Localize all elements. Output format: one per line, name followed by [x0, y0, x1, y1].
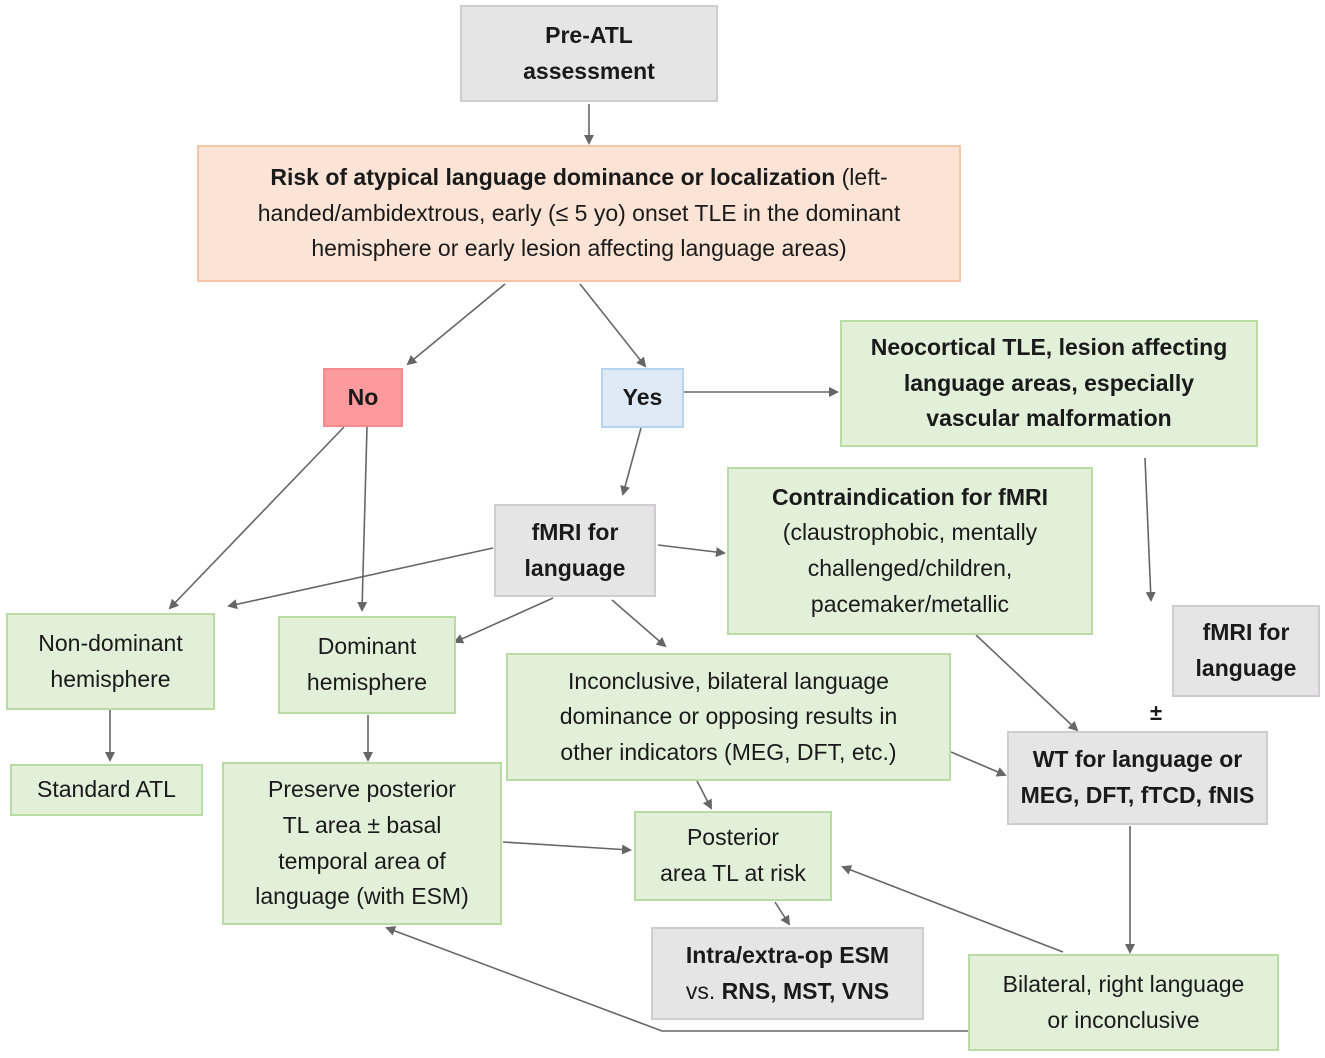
- posterior-area-at-risk-box: Posterior area TL at risk: [634, 811, 832, 901]
- neocortical-tle-box: Neocortical TLE, lesion affecting langua…: [840, 320, 1258, 447]
- contraindication-line4: pacemaker/metallic: [810, 590, 1010, 617]
- risk-line3: hemisphere or early lesion affecting lan…: [311, 235, 847, 262]
- no-box: No: [323, 368, 403, 427]
- arrow-no-to-dominant: [357, 426, 368, 612]
- arrow-risk-to-no: [406, 283, 506, 366]
- arrow-preserve-to-posterior: [502, 841, 632, 855]
- dominant-line2: hemisphere: [306, 669, 428, 695]
- fmri-right-line1: fMRI for: [1202, 619, 1290, 646]
- esm-line1: Intra/extra-op ESM: [685, 941, 890, 968]
- fmri-center-line1: fMRI for: [531, 518, 619, 545]
- bilateral-right-language-box: Bilateral, right language or inconclusiv…: [968, 954, 1279, 1051]
- inconclusive-bilateral-box: Inconclusive, bilateral language dominan…: [506, 653, 951, 781]
- fmri-language-center-box: fMRI for language: [494, 504, 656, 597]
- arrow-fmri-to-dominant: [453, 597, 554, 644]
- preserve-posterior-box: Preserve posterior TL area ± basal tempo…: [222, 762, 502, 925]
- preserve-line4: language (with ESM): [255, 883, 469, 910]
- inconclusive-line1: Inconclusive, bilateral language: [568, 667, 889, 694]
- bilateral-line1: Bilateral, right language: [1002, 970, 1245, 997]
- risk-line1: Risk of atypical language dominance or l…: [258, 160, 901, 196]
- risk-atypical-language-box: Risk of atypical language dominance or l…: [197, 145, 961, 282]
- fmri-language-right-box: fMRI for language: [1172, 605, 1320, 697]
- arrow-risk-to-yes: [579, 283, 647, 368]
- posterior-line1: Posterior: [686, 824, 780, 851]
- non-dominant-line2: hemisphere: [50, 665, 171, 692]
- wt-line2: MEG, DFT, fTCD, fNIS: [1020, 782, 1255, 808]
- arrow-bilateral-to-posterior: [841, 865, 1064, 953]
- esm-line2-bold: RNS, MST, VNS: [721, 977, 890, 1004]
- dominant-hemisphere-box: Dominant hemisphere: [278, 616, 456, 714]
- arrow-posterior-to-esm: [774, 901, 791, 926]
- contraindication-line2: (claustrophobic, mentally: [782, 519, 1038, 546]
- inconclusive-line2: dominance or opposing results in: [559, 703, 898, 730]
- yes-label: Yes: [622, 384, 663, 411]
- no-label: No: [347, 383, 379, 410]
- posterior-line2: area TL at risk: [660, 860, 806, 886]
- plus-minus-symbol: ±: [1150, 700, 1163, 725]
- intra-extra-op-esm-box: Intra/extra-op ESM vs. RNS, MST, VNS: [651, 927, 924, 1020]
- arrow-bilateral-to-preserve: [385, 926, 968, 1032]
- pre-atl-line2: assessment: [523, 57, 655, 84]
- arrow-inconclusive-to-wt: [950, 751, 1007, 777]
- preserve-line3: temporal area of: [278, 847, 446, 874]
- contraindication-line3: challenged/children,: [807, 555, 1013, 581]
- fmri-center-line2: language: [524, 554, 626, 581]
- yes-box: Yes: [601, 368, 684, 428]
- risk-line2: handed/ambidextrous, early (≤ 5 yo) onse…: [257, 199, 901, 226]
- wt-language-box: WT for language or MEG, DFT, fTCD, fNIS: [1007, 731, 1268, 825]
- arrow-no-to-nondominant: [168, 426, 345, 610]
- neocortical-line2: language areas, especially: [903, 369, 1195, 396]
- pre-atl-assessment-box: Pre-ATL assessment: [460, 5, 718, 102]
- dominant-line1: Dominant: [317, 633, 417, 660]
- non-dominant-line1: Non-dominant: [38, 629, 183, 656]
- arrow-neocortical-to-fmri-right: [1144, 457, 1156, 602]
- fmri-right-line2: language: [1195, 655, 1297, 681]
- arrow-fmri-to-inconclusive: [611, 599, 667, 648]
- esm-line2-plain: vs.: [685, 977, 722, 1004]
- non-dominant-hemisphere-box: Non-dominant hemisphere: [6, 613, 215, 710]
- arrow-inconclusive-to-posterior: [696, 780, 712, 810]
- standard-atl-box: Standard ATL: [10, 764, 203, 816]
- wt-line1: WT for language or: [1032, 746, 1243, 773]
- arrow-contraindication-to-wt: [975, 634, 1079, 732]
- neocortical-line1: Neocortical TLE, lesion affecting: [870, 334, 1228, 361]
- inconclusive-line3: other indicators (MEG, DFT, etc.): [560, 738, 897, 765]
- neocortical-line3: vascular malformation: [926, 405, 1172, 432]
- arrow-fmri-to-contraindication: [657, 544, 726, 558]
- preserve-line1: Preserve posterior: [268, 776, 456, 803]
- risk-lead: Risk of atypical language dominance or l…: [270, 164, 836, 191]
- pre-atl-line1: Pre-ATL: [545, 21, 633, 48]
- bilateral-line2: or inconclusive: [1047, 1006, 1200, 1033]
- standard-atl-label: Standard ATL: [37, 776, 176, 803]
- risk-rest1: (left-: [835, 164, 888, 191]
- preserve-line2: TL area ± basal: [282, 811, 442, 838]
- esm-line2: vs. RNS, MST, VNS: [686, 974, 889, 1010]
- arrow-fmri-to-nondominant: [227, 547, 494, 610]
- contraindication-fmri-box: Contraindication for fMRI (claustrophobi…: [727, 467, 1093, 635]
- contraindication-line1: Contraindication for fMRI: [772, 483, 1048, 510]
- arrow-yes-to-fmri: [620, 427, 642, 496]
